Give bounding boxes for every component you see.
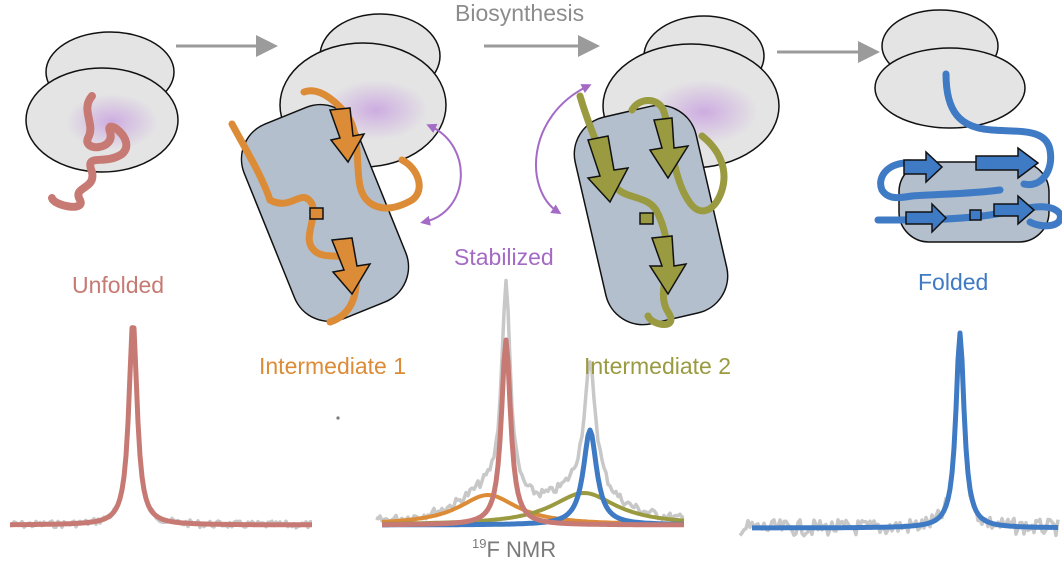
folded-domain [874, 70, 1062, 243]
nmr-axis-label: 19F NMR [472, 537, 556, 561]
intermediate2-label: Intermediate 2 [584, 353, 732, 379]
fit-unfolded-component [381, 337, 685, 528]
stabilized-arrows [420, 84, 592, 226]
nmr-label-text: F NMR [486, 537, 557, 562]
nascent-chain-unfolded [48, 92, 131, 211]
stabilized-label: Stabilized [454, 244, 554, 270]
folded-label: Folded [918, 269, 989, 295]
spectrum-unfolded [9, 324, 313, 530]
ribosome-unfolded [25, 31, 179, 173]
fit-folded [751, 330, 1059, 531]
spectrum-folded [738, 330, 1060, 538]
fit-unfolded [9, 325, 313, 528]
folding-domain-intermediate1 [228, 87, 423, 326]
stray-dot [336, 416, 340, 420]
intermediate1-label: Intermediate 1 [259, 353, 407, 379]
spectrum-intermediates [375, 278, 685, 528]
biosynthesis-arrows [176, 35, 880, 63]
folding-domain-intermediate2 [573, 92, 729, 328]
biosynthesis-label: Biosynthesis [455, 0, 585, 26]
unfolded-label: Unfolded [72, 272, 165, 298]
raw-trace-folded [738, 334, 1060, 538]
nmr-isotope-superscript: 19 [472, 536, 487, 551]
